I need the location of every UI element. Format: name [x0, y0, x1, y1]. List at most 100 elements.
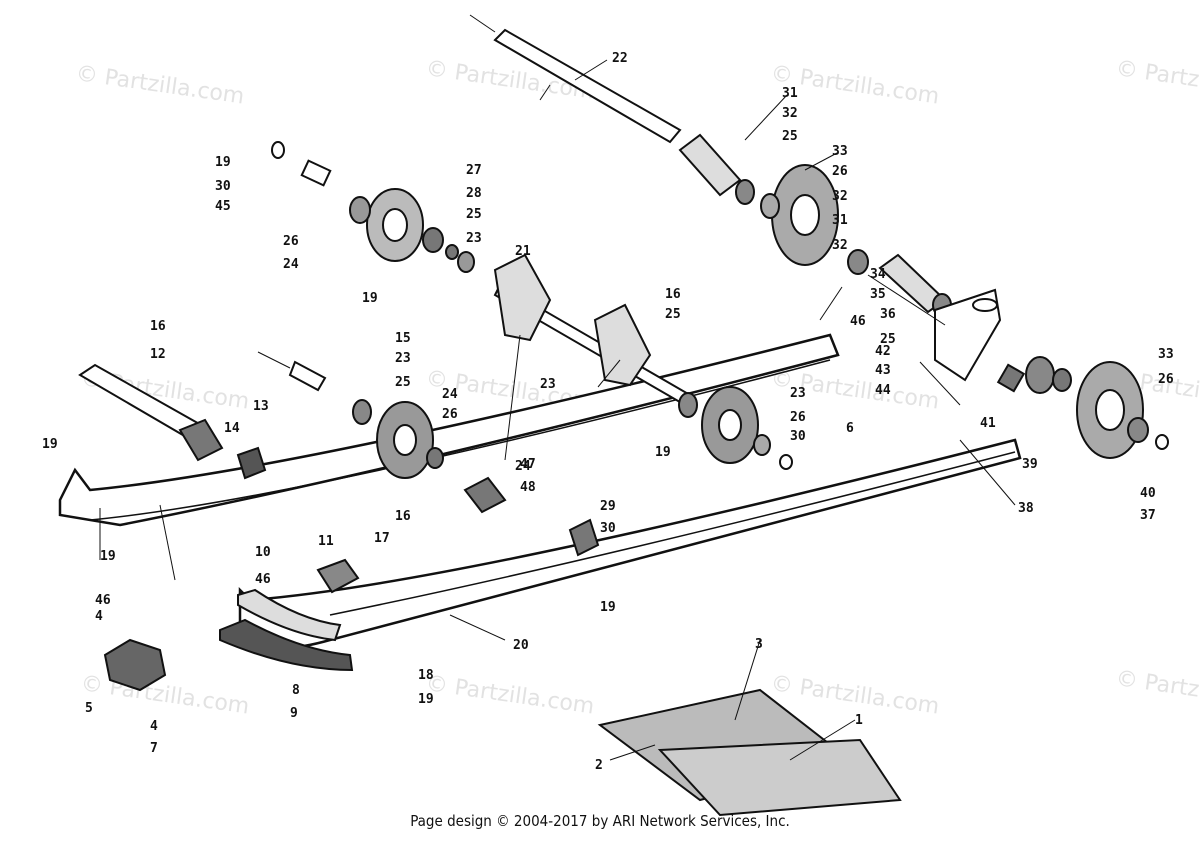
- part-callout-25[interactable]: 25: [782, 129, 798, 144]
- part-callout-37[interactable]: 37: [1140, 508, 1156, 523]
- part-callout-19[interactable]: 19: [42, 437, 58, 452]
- part-callout-15[interactable]: 15: [395, 331, 411, 346]
- part-callout-4[interactable]: 4: [150, 719, 158, 734]
- spacer-31: [678, 133, 742, 197]
- part-callout-12[interactable]: 12: [150, 347, 166, 362]
- part-callout-32[interactable]: 32: [832, 238, 848, 253]
- callout-layer: 2231322533263231323435362533261930452728…: [42, 51, 1174, 773]
- part-callout-3[interactable]: 3: [755, 637, 763, 652]
- part-callout-4[interactable]: 4: [95, 609, 103, 624]
- part-callout-45[interactable]: 45: [215, 199, 231, 214]
- spring-block: [178, 418, 224, 462]
- part-callout-26[interactable]: 26: [1158, 372, 1174, 387]
- part-callout-46[interactable]: 46: [850, 314, 866, 329]
- part-callout-13[interactable]: 13: [253, 399, 269, 414]
- part-callout-30[interactable]: 30: [790, 429, 806, 444]
- part-callout-10[interactable]: 10: [255, 545, 271, 560]
- part-callout-32[interactable]: 32: [832, 189, 848, 204]
- part-callout-33[interactable]: 33: [1158, 347, 1174, 362]
- part-callout-24[interactable]: 24: [283, 257, 299, 272]
- part-callout-27[interactable]: 27: [466, 163, 482, 178]
- part-callout-5[interactable]: 5: [85, 701, 93, 716]
- part-callout-19[interactable]: 19: [100, 549, 116, 564]
- part-callout-19[interactable]: 19: [215, 155, 231, 170]
- part-callout-23[interactable]: 23: [790, 386, 806, 401]
- part-callout-41[interactable]: 41: [980, 416, 996, 431]
- part-callout-16[interactable]: 16: [150, 319, 166, 334]
- part-callout-34[interactable]: 34: [870, 267, 886, 282]
- block-15: [236, 446, 267, 480]
- part-callout-30[interactable]: 30: [600, 521, 616, 536]
- shaft-14: [288, 360, 327, 392]
- part-callout-42[interactable]: 42: [875, 344, 891, 359]
- part-callout-11[interactable]: 11: [318, 534, 334, 549]
- part-callout-26[interactable]: 26: [283, 234, 299, 249]
- slide-8: [219, 618, 354, 672]
- part-callout-8[interactable]: 8: [292, 683, 300, 698]
- part-callout-43[interactable]: 43: [875, 363, 891, 378]
- part-callout-24[interactable]: 24: [515, 459, 531, 474]
- part-callout-9[interactable]: 9: [290, 706, 298, 721]
- part-callout-46[interactable]: 46: [95, 593, 111, 608]
- part-callout-7[interactable]: 7: [150, 741, 158, 756]
- right-rail: [238, 438, 1022, 650]
- part-callout-25[interactable]: 25: [665, 307, 681, 322]
- part-callout-29[interactable]: 29: [600, 499, 616, 514]
- part-callout-22[interactable]: 22: [612, 51, 628, 66]
- part-callout-31[interactable]: 31: [782, 86, 798, 101]
- part-callout-48[interactable]: 48: [520, 480, 536, 495]
- block-11: [316, 558, 360, 594]
- part-callout-46[interactable]: 46: [255, 572, 271, 587]
- bearing-26: [349, 196, 371, 224]
- part-callout-40[interactable]: 40: [1140, 486, 1156, 501]
- part-callout-6[interactable]: 6: [846, 421, 854, 436]
- part-callout-14[interactable]: 14: [224, 421, 240, 436]
- part-callout-16[interactable]: 16: [395, 509, 411, 524]
- part-callout-19[interactable]: 19: [655, 445, 671, 460]
- plate-34: [934, 288, 1002, 382]
- bearing-27: [422, 227, 444, 253]
- pulley-5: [103, 638, 167, 692]
- slide-bracket: [237, 588, 342, 642]
- part-callout-30[interactable]: 30: [215, 179, 231, 194]
- part-callout-19[interactable]: 19: [418, 692, 434, 707]
- part-callout-20[interactable]: 20: [513, 638, 529, 653]
- part-callout-36[interactable]: 36: [880, 307, 896, 322]
- part-callout-44[interactable]: 44: [875, 383, 891, 398]
- part-callout-39[interactable]: 39: [1022, 457, 1038, 472]
- part-callout-19[interactable]: 19: [600, 600, 616, 615]
- watermark: © Partzilla.com: [74, 61, 246, 109]
- part-callout-16[interactable]: 16: [665, 287, 681, 302]
- part-callout-26[interactable]: 26: [442, 407, 458, 422]
- part-callout-35[interactable]: 35: [870, 287, 886, 302]
- part-callout-26[interactable]: 26: [790, 410, 806, 425]
- part-callout-19[interactable]: 19: [362, 291, 378, 306]
- part-callout-31[interactable]: 31: [832, 213, 848, 228]
- part-callout-25[interactable]: 25: [395, 375, 411, 390]
- part-callout-1[interactable]: 1: [855, 713, 863, 728]
- part-callout-23[interactable]: 23: [395, 351, 411, 366]
- front-shaft: [493, 28, 682, 144]
- part-callout-26[interactable]: 26: [832, 164, 848, 179]
- leader-lines: [99, 59, 1016, 761]
- part-callout-23[interactable]: 23: [466, 231, 482, 246]
- part-callout-47[interactable]: 47: [520, 457, 536, 472]
- part-callout-17[interactable]: 17: [374, 531, 390, 546]
- part-callout-24[interactable]: 24: [442, 387, 458, 402]
- part-callout-33[interactable]: 33: [832, 144, 848, 159]
- idler-47: [463, 476, 507, 514]
- watermark: © Partzilla.com: [424, 671, 596, 719]
- bracket-21b: [593, 303, 652, 387]
- part-callout-2[interactable]: 2: [595, 758, 603, 773]
- block-29: [568, 518, 600, 557]
- right-rail-lower: [329, 451, 1016, 616]
- part-callout-25[interactable]: 25: [466, 207, 482, 222]
- part-callout-18[interactable]: 18: [418, 668, 434, 683]
- part-callout-28[interactable]: 28: [466, 186, 482, 201]
- part-callout-21[interactable]: 21: [515, 244, 531, 259]
- part-callout-23[interactable]: 23: [540, 377, 556, 392]
- part-callout-32[interactable]: 32: [782, 106, 798, 121]
- part-callout-38[interactable]: 38: [1018, 501, 1034, 516]
- part-callout-25[interactable]: 25: [880, 332, 896, 347]
